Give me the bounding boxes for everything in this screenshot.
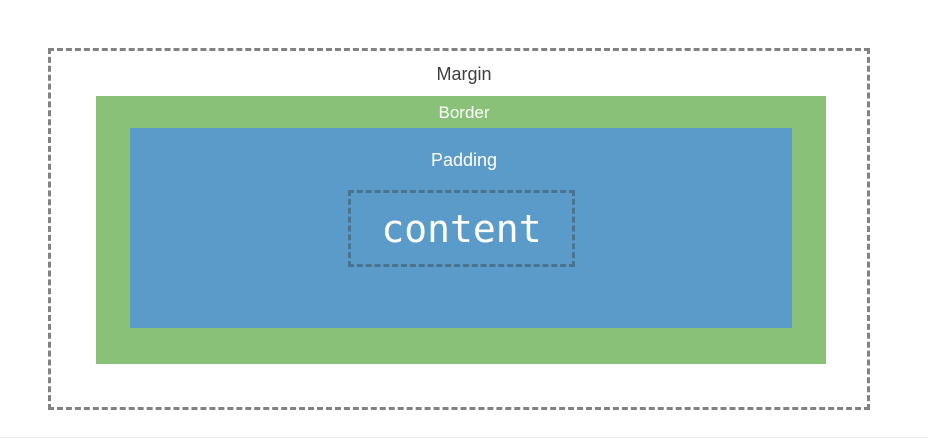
content-box: content — [348, 190, 575, 267]
margin-box — [48, 48, 870, 410]
bottom-divider — [0, 437, 928, 438]
padding-box — [130, 128, 792, 328]
content-label: content — [381, 206, 542, 251]
